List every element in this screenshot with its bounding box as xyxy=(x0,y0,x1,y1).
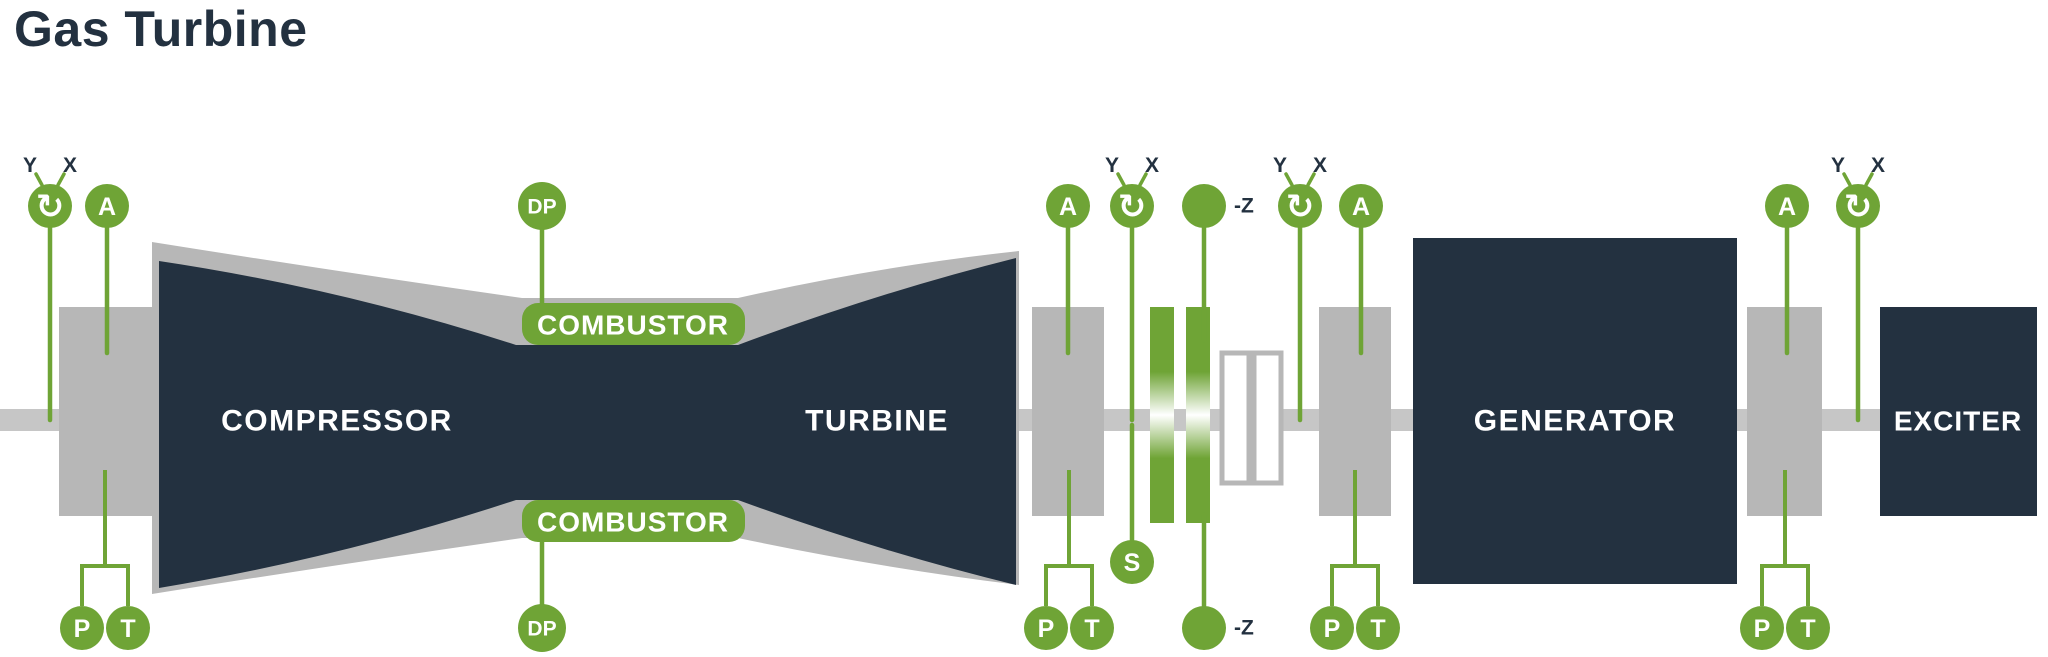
page-title: Gas Turbine xyxy=(14,1,308,57)
compressor-body xyxy=(159,261,516,588)
generator-body xyxy=(1413,238,1737,584)
combustor-top-label: COMBUSTOR xyxy=(537,310,729,341)
radial-vibration-probe-icon: Y X ↻ xyxy=(1273,154,1327,228)
axial-position-sensor-icon xyxy=(1182,606,1226,650)
temperature-label: T xyxy=(1800,615,1815,643)
pressure-label: P xyxy=(1038,615,1055,643)
axial-position-sensor-group: -Z -Z xyxy=(1182,184,1254,650)
pressure-sensor-icon xyxy=(60,606,104,650)
differential-pressure-sensor-icon xyxy=(518,182,566,230)
bearing4-sensor-group: A Y X ↻ P T xyxy=(1740,154,1885,650)
exciter-label: EXCITER xyxy=(1894,406,2022,437)
temperature-sensor-icon xyxy=(1070,606,1114,650)
pressure-label: P xyxy=(1324,615,1341,643)
speed-sensor-icon xyxy=(1110,540,1154,584)
load-coupling-right xyxy=(1251,350,1284,486)
combustion-section xyxy=(516,345,738,500)
accelerometer-sensor-icon xyxy=(1339,184,1383,228)
radial-vibration-probe-icon: Y X ↻ xyxy=(1831,154,1885,228)
rotation-arrow-icon: ↻ xyxy=(1118,187,1147,227)
load-coupling-left xyxy=(1219,350,1252,486)
rotation-sensor-icon xyxy=(1110,184,1154,228)
pt-sensor-bracket xyxy=(1330,470,1380,606)
x-axis-label: X xyxy=(1145,154,1159,177)
combustor-bottom-pill xyxy=(522,500,745,542)
turbine-body xyxy=(738,258,1016,585)
probe-tick xyxy=(1864,172,1874,187)
radial-vibration-probe-icon: Y X ↻ xyxy=(23,154,77,228)
generator-label: GENERATOR xyxy=(1474,405,1676,438)
combustor-top-pill xyxy=(522,303,745,345)
x-axis-label: X xyxy=(1313,154,1327,177)
probe-tick xyxy=(1138,172,1148,187)
rotation-sensor-icon xyxy=(1836,184,1880,228)
x-axis-label: X xyxy=(1871,154,1885,177)
probe-tick xyxy=(1842,172,1852,187)
rotation-sensor-icon xyxy=(28,184,72,228)
rotation-arrow-icon: ↻ xyxy=(1844,187,1873,227)
temperature-label: T xyxy=(1084,615,1099,643)
accelerometer-label: A xyxy=(1778,193,1796,221)
temperature-label: T xyxy=(120,615,135,643)
turbine-label: TURBINE xyxy=(805,405,949,438)
pressure-label: P xyxy=(1754,615,1771,643)
rotation-sensor-icon xyxy=(1278,184,1322,228)
radial-vibration-probe-icon: Y X ↻ xyxy=(1105,154,1159,228)
probe-tick xyxy=(1284,172,1294,187)
pressure-sensor-icon xyxy=(1024,606,1068,650)
accelerometer-label: A xyxy=(98,193,116,221)
bearing1-sensor-group: Y X ↻ A P T xyxy=(23,154,150,650)
exciter-body xyxy=(1880,307,2037,516)
combustor-group: DP COMBUSTOR COMBUSTOR DP xyxy=(518,182,745,652)
axial-position-sensor-icon xyxy=(1182,184,1226,228)
probe-tick xyxy=(1116,172,1126,187)
probe-tick xyxy=(56,172,66,187)
pressure-label: P xyxy=(74,615,91,643)
pt-sensor-bracket xyxy=(1044,470,1094,606)
differential-pressure-sensor-icon xyxy=(518,604,566,652)
dp-label: DP xyxy=(527,618,556,641)
temperature-sensor-icon xyxy=(106,606,150,650)
x-axis-label: X xyxy=(63,154,77,177)
compressor-label: COMPRESSOR xyxy=(221,405,453,438)
accelerometer-label: A xyxy=(1352,193,1370,221)
axial-position-label: -Z xyxy=(1234,617,1254,640)
pt-sensor-bracket xyxy=(1760,470,1810,606)
coupling-disc-left xyxy=(1150,307,1174,523)
bearing2-sensor-group: A Y X ↻ S P T xyxy=(1024,154,1159,650)
dp-label: DP xyxy=(527,196,556,219)
pt-sensor-bracket xyxy=(80,470,130,606)
accelerometer-sensor-icon xyxy=(85,184,129,228)
coupling-disc-right xyxy=(1186,307,1210,523)
combustor-bottom-label: COMBUSTOR xyxy=(537,507,729,538)
speed-label: S xyxy=(1124,549,1141,577)
accelerometer-label: A xyxy=(1059,193,1077,221)
temperature-label: T xyxy=(1370,615,1385,643)
y-axis-label: Y xyxy=(1273,154,1287,177)
accelerometer-sensor-icon xyxy=(1765,184,1809,228)
temperature-sensor-icon xyxy=(1356,606,1400,650)
accelerometer-sensor-icon xyxy=(1046,184,1090,228)
rotation-arrow-icon: ↻ xyxy=(1286,187,1315,227)
y-axis-label: Y xyxy=(1105,154,1119,177)
temperature-sensor-icon xyxy=(1786,606,1830,650)
bearing3-sensor-group: Y X ↻ A P T xyxy=(1273,154,1400,650)
probe-tick xyxy=(1306,172,1316,187)
probe-tick xyxy=(34,172,44,187)
pressure-sensor-icon xyxy=(1310,606,1354,650)
pressure-sensor-icon xyxy=(1740,606,1784,650)
axial-position-label: -Z xyxy=(1234,195,1254,218)
y-axis-label: Y xyxy=(1831,154,1845,177)
y-axis-label: Y xyxy=(23,154,37,177)
rotation-arrow-icon: ↻ xyxy=(36,187,65,227)
